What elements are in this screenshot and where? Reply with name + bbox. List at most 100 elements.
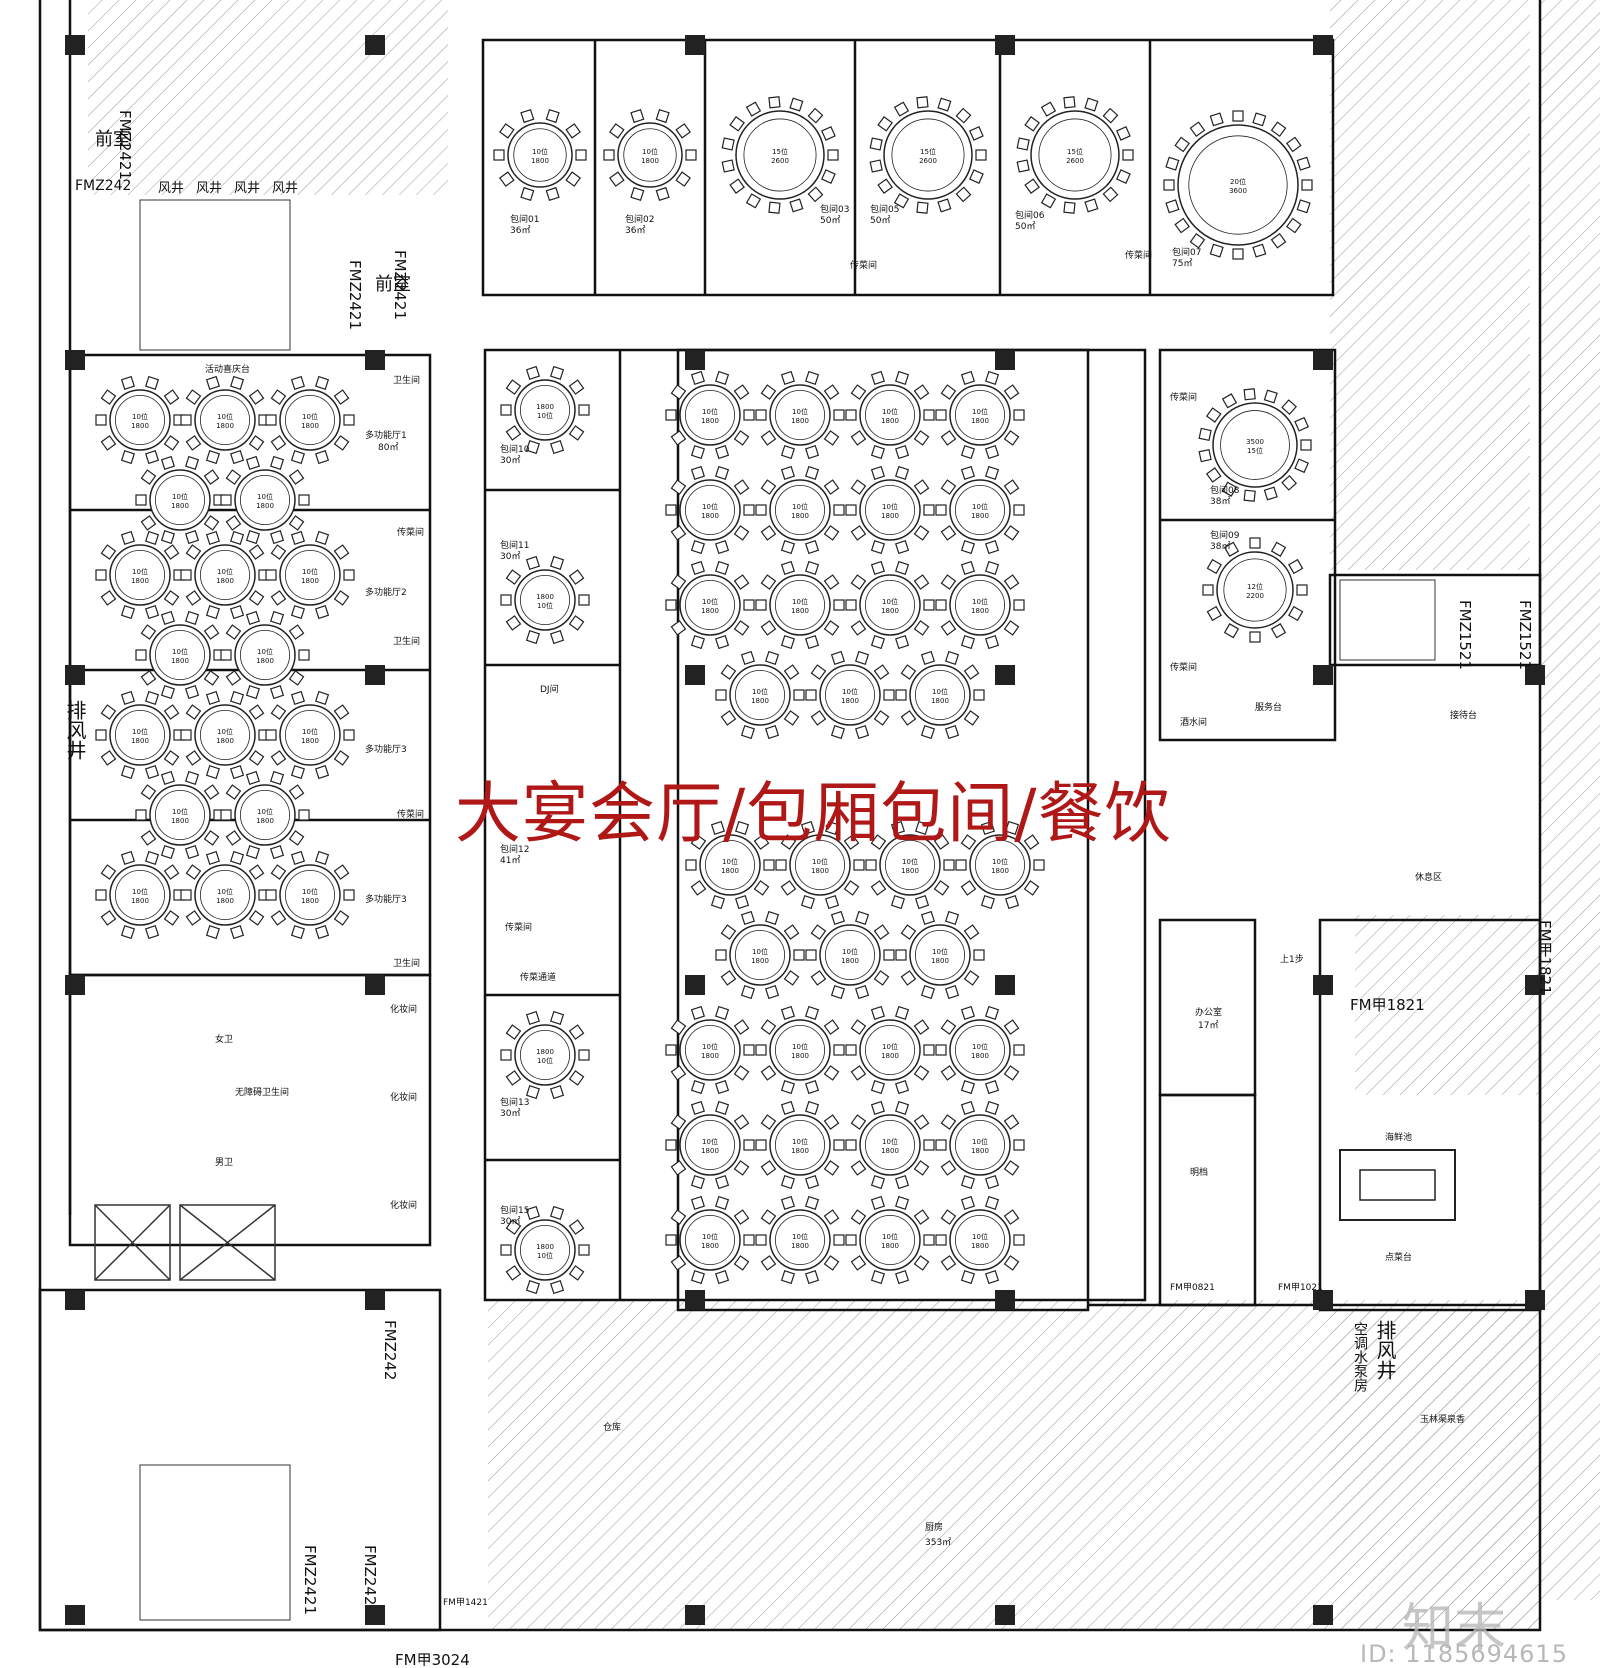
table-size-label: 1800 — [701, 417, 719, 425]
chair — [1205, 467, 1222, 483]
chair — [545, 108, 560, 124]
chair — [144, 850, 160, 865]
table-seat-label: 10位 — [702, 597, 718, 606]
chair — [314, 850, 330, 865]
chair — [163, 704, 180, 720]
chair — [870, 1270, 886, 1285]
chair — [500, 1244, 512, 1256]
chair — [314, 605, 330, 620]
chair — [265, 889, 277, 901]
chair — [1221, 393, 1238, 409]
chair — [163, 864, 180, 880]
chair — [804, 540, 820, 555]
chair — [870, 1195, 886, 1210]
chair — [655, 186, 670, 202]
chair — [940, 1209, 957, 1225]
chair — [845, 1044, 857, 1056]
chair — [893, 193, 910, 209]
chair — [1013, 599, 1025, 611]
table-size-label: 1800 — [841, 697, 859, 705]
chair — [290, 690, 306, 705]
chair — [100, 864, 117, 880]
column — [685, 35, 705, 55]
chair — [1270, 233, 1287, 249]
chair — [760, 479, 777, 495]
table-seat-label: 10位 — [972, 597, 988, 606]
table-size-label: 1800 — [881, 607, 899, 615]
table-size-label: 1800 — [791, 417, 809, 425]
table-size-label: 1800 — [881, 1052, 899, 1060]
table-seat-label: 10位 — [792, 407, 808, 416]
chair — [499, 123, 515, 139]
chair — [963, 924, 980, 940]
chair — [780, 560, 796, 575]
chair — [203, 515, 220, 531]
chair — [670, 1160, 687, 1176]
chair — [269, 770, 285, 785]
chair — [670, 525, 687, 541]
chair — [833, 1044, 845, 1056]
table-size-label: 1800 — [881, 1242, 899, 1250]
table-seat-label: 10位 — [882, 502, 898, 511]
chair — [894, 1005, 910, 1020]
chair — [854, 910, 870, 925]
chair — [568, 1265, 585, 1281]
chair — [184, 455, 200, 470]
chair — [1223, 541, 1240, 557]
private-room-name: 包间08 — [1210, 484, 1240, 496]
chair — [760, 1019, 777, 1035]
chair — [923, 1234, 935, 1246]
label-multi-hall-3: 多功能厅3 — [365, 743, 407, 755]
chair — [675, 123, 691, 139]
chair — [575, 149, 587, 161]
chair — [690, 834, 707, 850]
chair — [185, 389, 202, 405]
chair — [894, 1080, 910, 1095]
chair — [764, 650, 780, 665]
table-seat-label: 10位 — [792, 1137, 808, 1146]
chair — [505, 1070, 522, 1086]
table-size-label: 1800 — [701, 1052, 719, 1060]
chair — [690, 1270, 706, 1285]
chair — [743, 504, 755, 516]
private-room-area: 38㎡ — [1210, 541, 1230, 552]
chair — [854, 725, 870, 740]
chair — [944, 725, 960, 740]
chair — [873, 924, 890, 940]
chair — [685, 859, 697, 871]
chair — [768, 96, 781, 109]
table-size-label: 1800 — [971, 607, 989, 615]
table-seat-label: 10位 — [702, 1042, 718, 1051]
chair — [714, 465, 730, 480]
chair — [720, 664, 737, 680]
chair — [810, 970, 827, 986]
chair — [314, 765, 330, 780]
chair — [780, 1080, 796, 1095]
door-fm1821-a: FM甲1821 — [1536, 920, 1554, 995]
chair — [95, 569, 107, 581]
chair — [333, 590, 350, 606]
chair — [670, 1019, 687, 1035]
table-seat-label: 10位 — [257, 647, 273, 656]
chair — [1122, 149, 1134, 161]
chair — [525, 555, 541, 570]
chair — [229, 530, 245, 545]
table-seat-label: 10位 — [257, 807, 273, 816]
table-seat-label: 10位 — [722, 857, 738, 866]
chair — [184, 770, 200, 785]
table-size-label: 1800 — [131, 737, 149, 745]
chair — [1223, 623, 1240, 639]
chair — [745, 193, 762, 209]
chair — [823, 479, 840, 495]
chair — [670, 620, 687, 636]
chair — [935, 504, 947, 516]
label-front-room-mid: 前室 — [375, 274, 411, 295]
chair — [205, 765, 221, 780]
